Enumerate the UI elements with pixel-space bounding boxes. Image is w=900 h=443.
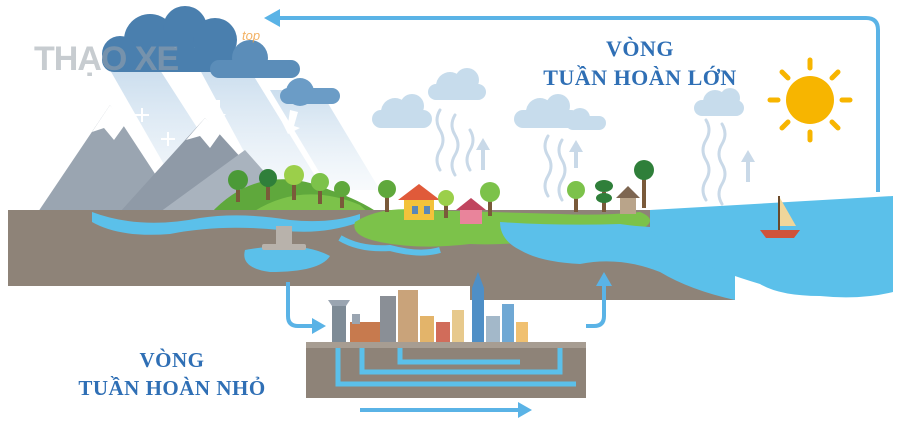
small-cycle-arrowhead bbox=[312, 318, 326, 334]
tree-icon bbox=[378, 180, 396, 212]
watermark-badge: top bbox=[242, 28, 260, 43]
house-icon bbox=[616, 186, 640, 214]
small-cycle-label: VÒNG TUẦN HOÀN NHỎ bbox=[52, 346, 292, 402]
tree-icon bbox=[634, 160, 654, 208]
house-icon bbox=[456, 198, 486, 224]
cloud-icon bbox=[694, 88, 744, 116]
evaporation-arrows bbox=[476, 138, 755, 182]
house-icon bbox=[398, 184, 440, 220]
small-cycle-line1: VÒNG bbox=[52, 346, 292, 374]
small-cycle-line2: TUẦN HOÀN NHỎ bbox=[52, 374, 292, 402]
sun-icon bbox=[770, 60, 850, 140]
large-cycle-line1: VÒNG bbox=[520, 34, 760, 63]
watermark: THẠO XE bbox=[34, 40, 178, 79]
cloud-icon bbox=[428, 68, 486, 100]
tree-icon bbox=[595, 180, 613, 212]
large-cycle-line2: TUẦN HOÀN LỚN bbox=[520, 63, 760, 92]
cloud-icon bbox=[372, 94, 432, 128]
large-cycle-arrowhead bbox=[264, 9, 280, 27]
flow-arrow bbox=[360, 402, 532, 418]
factory-icon bbox=[332, 302, 346, 342]
tree-icon bbox=[567, 181, 585, 212]
large-cycle-label: VÒNG TUẦN HOÀN LỚN bbox=[520, 34, 760, 92]
